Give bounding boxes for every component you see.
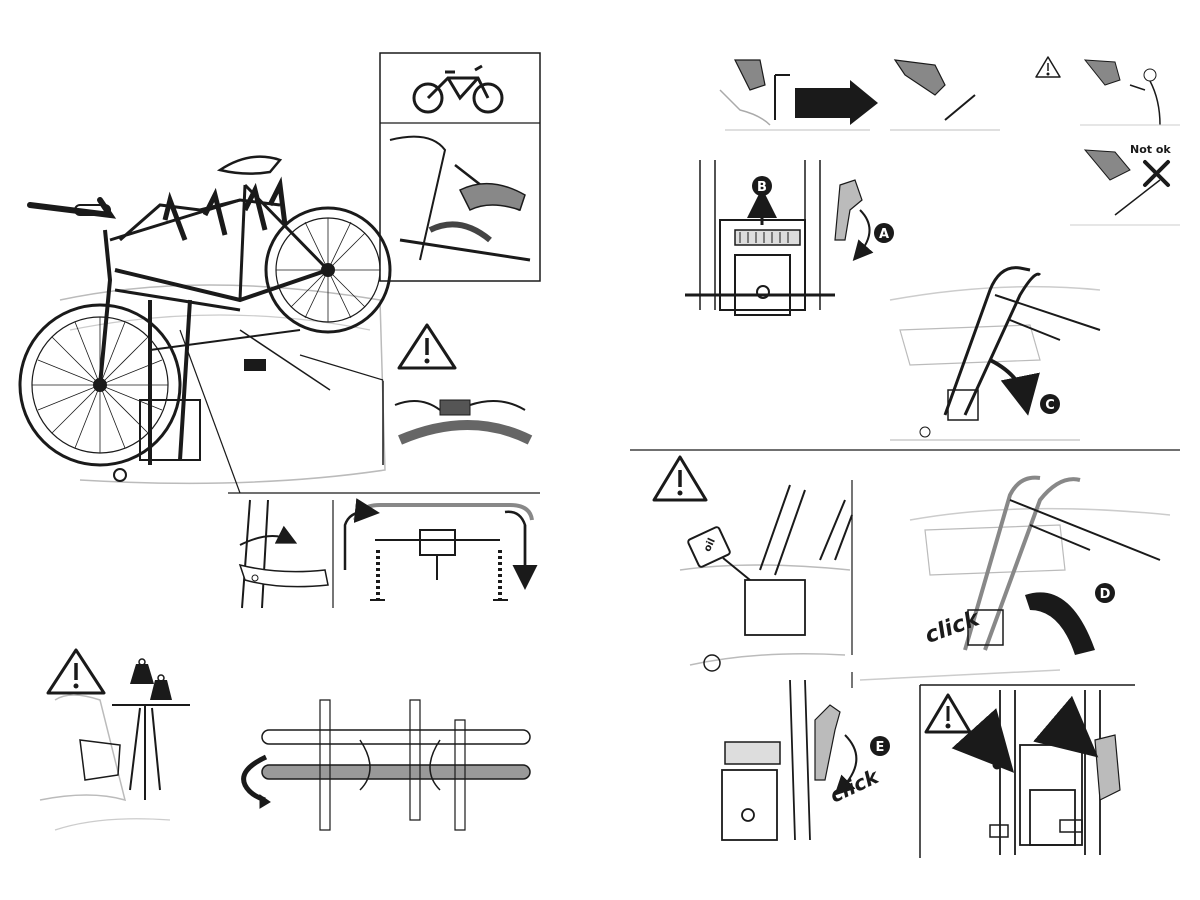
weight-warning-panel: [39, 648, 190, 831]
step-c-badge: C: [1040, 394, 1060, 414]
bike-frame-detail-box: [379, 52, 541, 282]
cross-icon: [1143, 160, 1170, 187]
step-d-badge: D: [1095, 583, 1115, 603]
rack-raise-illustration: [859, 475, 1171, 681]
rack-hinge-adjust-illustration: [685, 160, 874, 316]
warning-icon: [397, 323, 457, 370]
warning-icon: [924, 693, 972, 734]
step-a-label: A: [879, 227, 889, 242]
rack-lower-illustration: [889, 266, 1101, 441]
warning-icon: [652, 455, 708, 502]
not-ok-example: Not ok: [1070, 143, 1180, 226]
rack-strap-tightening-detail: [343, 498, 538, 601]
arrow-right-icon: [795, 80, 878, 125]
oil-can-label: oil: [702, 537, 718, 554]
bolt-check-warning-box: [919, 684, 1135, 858]
trunk-open-sequence: [719, 59, 1000, 131]
step-b-badge: B: [752, 176, 772, 196]
warning-icon: [46, 648, 106, 695]
step-d-label: D: [1100, 587, 1111, 602]
not-ok-label: Not ok: [1130, 143, 1171, 156]
strap-warning-panel: [299, 323, 540, 465]
weight-icon: [130, 658, 172, 700]
hinge-lock-detail: [721, 672, 858, 841]
oil-can-icon: oil: [687, 526, 751, 581]
step-b-label: B: [757, 180, 767, 195]
warning-icon: [1035, 56, 1061, 78]
hinge-lubrication-warning: oil: [652, 455, 853, 672]
step-e-badge: E: [870, 736, 890, 756]
step-e-label: E: [876, 740, 885, 755]
step-c-label: C: [1045, 398, 1055, 413]
click-label-d: click: [922, 606, 984, 649]
curved-arrow-icon: [1025, 592, 1095, 655]
bicycle-icon: [412, 64, 504, 114]
step-a-badge: A: [874, 223, 894, 243]
trunk-hit-warning: [1035, 56, 1180, 126]
bike-on-rack-illustration: [18, 155, 392, 485]
strap-wrap-detail: [179, 329, 540, 609]
bike-alternating-position-diagram: [241, 699, 531, 831]
